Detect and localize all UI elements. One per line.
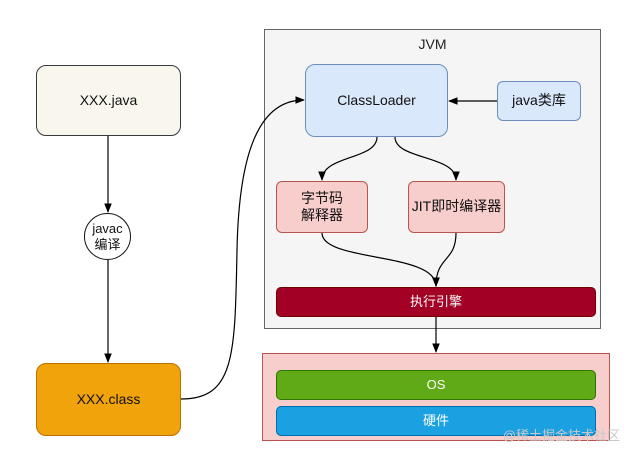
class-loader-label: ClassLoader xyxy=(337,91,416,108)
execution-engine-label: 执行引擎 xyxy=(409,293,462,309)
jit-compiler-node: JIT即时编译器 xyxy=(408,181,505,233)
os-label: OS xyxy=(426,376,446,392)
execution-engine-node: 执行引擎 xyxy=(276,287,596,317)
arrow-loader-to-interpreter xyxy=(318,136,378,181)
arrow-jit-to-engine xyxy=(432,232,457,287)
arrow-class-to-loader xyxy=(180,96,305,400)
jit-compiler-label: JIT即时编译器 xyxy=(411,198,502,215)
jvm-title: JVM xyxy=(418,36,447,52)
hardware-node: 硬件 xyxy=(276,406,596,436)
class-loader-node: ClassLoader xyxy=(305,64,448,137)
interpreter-label-line2: 解释器 xyxy=(301,207,343,223)
compile-label: 编译 xyxy=(94,236,121,252)
hardware-label: 硬件 xyxy=(422,412,449,428)
os-node: OS xyxy=(276,370,596,400)
java-library-node: java类库 xyxy=(497,81,581,121)
source-file-node: XXX.java xyxy=(36,65,181,136)
arrow-loader-to-jit xyxy=(394,136,460,181)
class-file-label: XXX.class xyxy=(76,390,141,407)
java-library-label: java类库 xyxy=(512,92,566,109)
bytecode-interpreter-node: 字节码 解释器 xyxy=(276,181,368,233)
watermark-text: @稀土掘金技术社区 xyxy=(502,428,620,443)
interpreter-label-line1: 字节码 xyxy=(301,189,343,206)
class-file-node: XXX.class xyxy=(36,363,181,436)
source-file-label: XXX.java xyxy=(79,91,138,108)
javac-label: javac xyxy=(92,220,123,236)
javac-compile-node: javac 编译 xyxy=(84,213,131,260)
arrow-interpreter-to-engine xyxy=(321,232,440,287)
